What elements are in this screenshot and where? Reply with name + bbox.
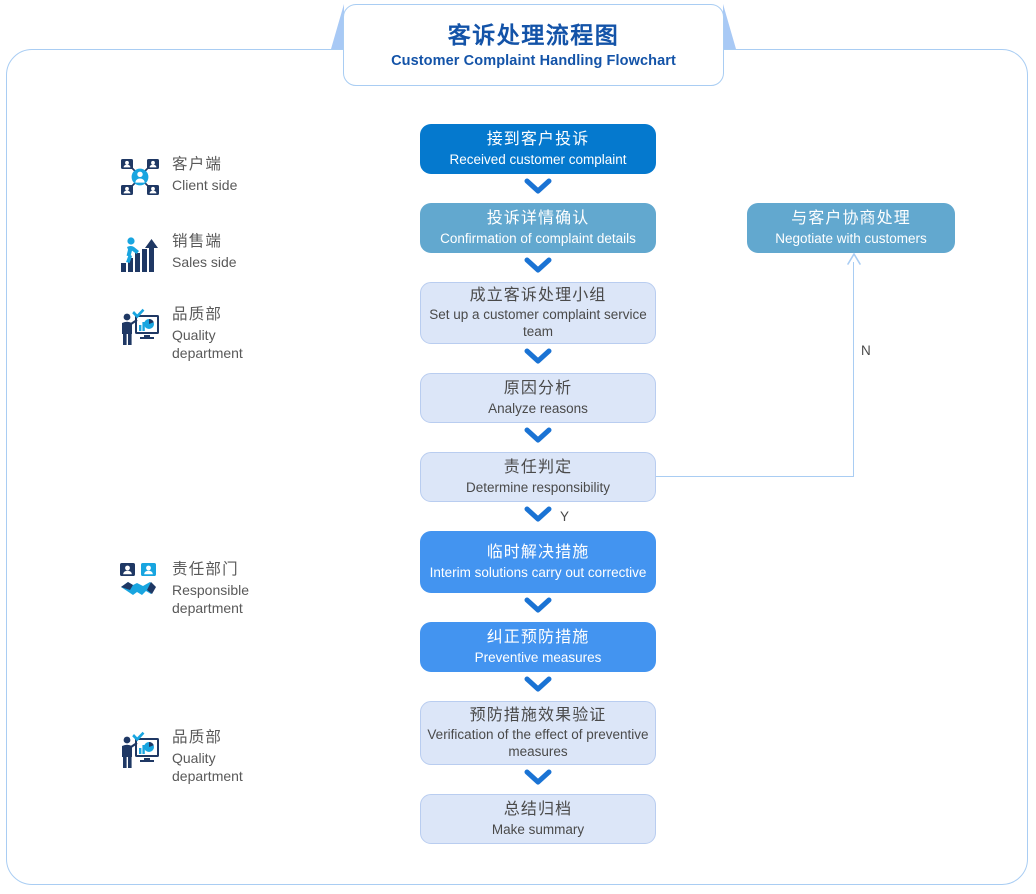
flow-node-determine-responsibility[interactable]: 责任判定 Determine responsibility <box>420 452 656 502</box>
node-label-en: Negotiate with customers <box>775 230 927 246</box>
flow-arrow-down-icon <box>524 257 552 273</box>
flow-arrow-down-icon <box>524 769 552 785</box>
flow-arrow-down-icon <box>524 597 552 613</box>
node-label-cn: 成立客诉处理小组 <box>469 286 607 304</box>
node-label-en: Make summary <box>491 821 585 837</box>
flow-arrow-down-icon <box>524 676 552 692</box>
page-title-en: Customer Complaint Handling Flowchart <box>391 52 676 69</box>
branch-connector-vertical <box>853 262 855 477</box>
flow-arrow-down-icon <box>524 427 552 443</box>
node-label-cn: 原因分析 <box>503 379 573 397</box>
flow-arrow-down-icon <box>524 348 552 364</box>
node-label-en: Preventive measures <box>474 649 602 665</box>
flow-node-make-summary[interactable]: 总结归档 Make summary <box>420 794 656 844</box>
role-label-en: Client side <box>172 176 238 193</box>
node-label-en: Verification of the effect of preventive… <box>427 727 649 759</box>
flow-node-received-complaint[interactable]: 接到客户投诉 Received customer complaint <box>420 124 656 174</box>
node-label-en: Interim solutions carry out corrective <box>429 564 647 580</box>
quality-presenter-icon <box>118 305 162 349</box>
node-label-cn: 总结归档 <box>503 800 573 818</box>
role-legend-responsible-department: 责任部门 Responsible department <box>118 560 268 617</box>
flow-arrow-down-icon <box>524 506 552 522</box>
role-label-en: Responsible department <box>172 581 250 617</box>
banner-wedge-right-icon <box>723 4 736 49</box>
role-label-cn: 责任部门 <box>172 561 239 578</box>
branch-connector-horizontal <box>656 476 854 478</box>
node-label-cn: 接到客户投诉 <box>486 130 590 148</box>
node-label-en: Received customer complaint <box>449 151 627 167</box>
flow-arrow-down-icon <box>524 178 552 194</box>
node-label-cn: 责任判定 <box>503 458 573 476</box>
role-label-cn: 品质部 <box>172 306 223 323</box>
node-label-cn: 预防措施效果验证 <box>469 706 607 724</box>
role-legend-client-side: 客户端 Client side <box>118 155 237 199</box>
edge-label-yes: Y <box>560 509 570 524</box>
node-label-cn: 临时解决措施 <box>486 543 590 561</box>
role-legend-quality-department-upper: 品质部 Quality department <box>118 305 268 362</box>
role-label-cn: 品质部 <box>172 729 223 746</box>
responsible-handshake-icon <box>118 560 162 604</box>
node-label-cn: 投诉详情确认 <box>486 209 590 227</box>
flow-node-setup-team[interactable]: 成立客诉处理小组 Set up a customer complaint ser… <box>420 282 656 344</box>
title-banner: 客诉处理流程图 Customer Complaint Handling Flow… <box>343 4 724 86</box>
flow-node-interim-solutions[interactable]: 临时解决措施 Interim solutions carry out corre… <box>420 531 656 593</box>
node-label-en: Set up a customer complaint service team <box>429 307 647 339</box>
quality-presenter-icon <box>118 728 162 772</box>
role-legend-sales-side: 销售端 Sales side <box>118 232 237 276</box>
role-label-cn: 客户端 <box>172 156 223 173</box>
node-label-en: Determine responsibility <box>465 479 611 495</box>
role-label-en: Quality department <box>172 749 243 785</box>
sales-growth-icon <box>118 232 162 276</box>
flow-node-verify-effect[interactable]: 预防措施效果验证 Verification of the effect of p… <box>420 701 656 765</box>
node-label-en: Analyze reasons <box>488 400 588 416</box>
flow-node-preventive-measures[interactable]: 纠正预防措施 Preventive measures <box>420 622 656 672</box>
node-label-cn: 纠正预防措施 <box>486 628 590 646</box>
flow-node-negotiate-with-customers[interactable]: 与客户协商处理 Negotiate with customers <box>747 203 955 253</box>
flow-node-analyze-reasons[interactable]: 原因分析 Analyze reasons <box>420 373 656 423</box>
client-network-icon <box>118 155 162 199</box>
branch-arrow-up-icon <box>846 252 862 266</box>
node-label-cn: 与客户协商处理 <box>791 209 911 227</box>
role-label-en: Quality department <box>172 326 243 362</box>
edge-label-no: N <box>861 343 871 358</box>
role-label-en: Sales side <box>172 253 237 270</box>
role-legend-quality-department-lower: 品质部 Quality department <box>118 728 268 785</box>
node-label-en: Confirmation of complaint details <box>440 230 636 246</box>
role-label-cn: 销售端 <box>172 233 223 250</box>
flow-node-confirm-details[interactable]: 投诉详情确认 Confirmation of complaint details <box>420 203 656 253</box>
page-title-cn: 客诉处理流程图 <box>447 22 620 49</box>
